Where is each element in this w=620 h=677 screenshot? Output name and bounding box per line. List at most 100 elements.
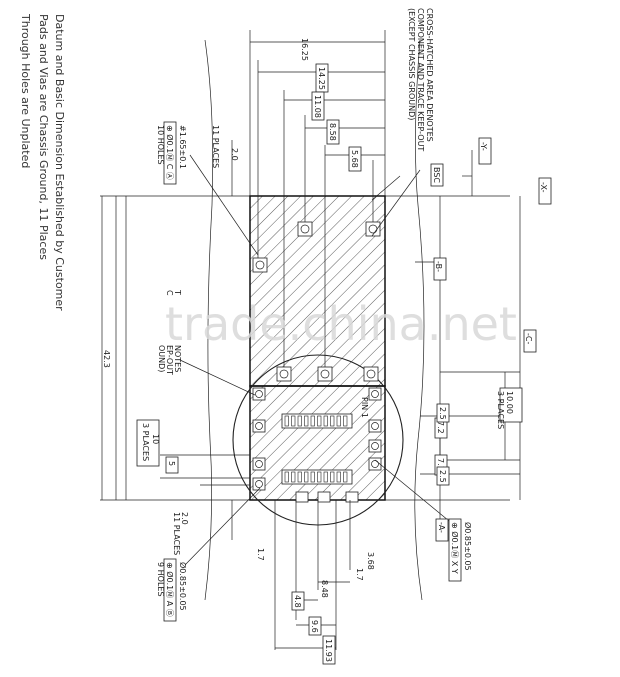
note-2: Pads and Vias are Chassis Ground, 11 Pla… xyxy=(37,14,50,260)
dim-16-25: 16.25 xyxy=(300,38,309,61)
dim-8-48: 8.48 xyxy=(320,580,329,598)
svg-text:11.08: 11.08 xyxy=(313,95,322,118)
svg-text:1.7: 1.7 xyxy=(355,568,364,581)
note-1: Datum and Basic Dimension Established by… xyxy=(53,14,66,311)
svg-text:-C-: -C- xyxy=(524,333,533,344)
via-pad xyxy=(252,419,266,433)
via-pad xyxy=(368,387,382,401)
svg-text:5: 5 xyxy=(167,461,176,466)
dim-11-08: 11.08 xyxy=(311,91,325,121)
connector-pin xyxy=(323,415,328,427)
connector-pin xyxy=(304,471,309,483)
svg-text:9 HOLES: 9 HOLES xyxy=(156,562,165,597)
svg-text:Ø0.85±0.05: Ø0.85±0.05 xyxy=(178,562,188,611)
connector-pin xyxy=(291,471,296,483)
connector-pin xyxy=(310,471,315,483)
dim-11-93: 11.93 xyxy=(322,635,336,665)
svg-text:11 PLACES: 11 PLACES xyxy=(211,125,220,168)
svg-text:⊕ Ø0.1Ⓜ A Ⓑ: ⊕ Ø0.1Ⓜ A Ⓑ xyxy=(165,562,175,617)
connector-pin xyxy=(343,415,348,427)
connector-pin xyxy=(323,471,328,483)
via-pad xyxy=(252,257,268,273)
dim-1-7-left: 1.7 xyxy=(256,548,265,561)
datum-b: -B- xyxy=(433,257,447,281)
bsc-box: BSC xyxy=(430,163,444,187)
via-pad xyxy=(345,491,359,503)
dim-5-68: 5.68 xyxy=(348,146,362,172)
svg-text:COMPONENT AND TRACE KEEP-OUT: COMPONENT AND TRACE KEEP-OUT xyxy=(416,8,425,151)
crosshatch-note: CROSS-HATCHED AREA DENOTES COMPONENT AND… xyxy=(407,8,434,151)
svg-text:Ø0.85±0.05: Ø0.85±0.05 xyxy=(463,522,473,571)
connector-pin xyxy=(297,415,302,427)
dim-10-00: 10.00 3 PLACES xyxy=(496,387,523,429)
via-pad xyxy=(368,419,382,433)
via-pad xyxy=(252,457,266,471)
via-pad xyxy=(365,221,381,237)
svg-text:BSC: BSC xyxy=(432,167,441,183)
notes-block: Datum and Basic Dimension Established by… xyxy=(19,13,66,311)
svg-text:2.5: 2.5 xyxy=(438,407,447,420)
svg-text:10: 10 xyxy=(151,434,160,444)
svg-text:C: C xyxy=(165,290,174,296)
svg-text:9.6: 9.6 xyxy=(310,620,319,633)
connector-pin xyxy=(317,415,322,427)
svg-text:2.0: 2.0 xyxy=(230,148,239,161)
hole-callout-top: #1.65±0.1 ⊕ Ø0.1Ⓜ C Ⓐ 10 HOLES xyxy=(156,121,187,185)
svg-text:1.7: 1.7 xyxy=(256,548,265,561)
board-outline-left xyxy=(204,39,214,601)
dim-1-7-right: 1.7 xyxy=(355,568,364,581)
svg-text:T: T xyxy=(173,289,182,295)
dim-42-3: 42.3 xyxy=(102,350,111,368)
connector-pin xyxy=(330,415,335,427)
dim-2-5-b: 2.5 xyxy=(436,466,450,486)
dim-11-places-top: 11 PLACES xyxy=(211,125,220,168)
svg-text:EP-OUT: EP-OUT xyxy=(165,345,174,375)
connector-pin xyxy=(291,415,296,427)
svg-text:(EXCEPT CHASSIS GROUND): (EXCEPT CHASSIS GROUND) xyxy=(407,8,416,120)
connector-pin xyxy=(304,415,309,427)
hole-callout-bottom-right: Ø0.85±0.05 ⊕ Ø0.1Ⓜ X Y -A- xyxy=(435,518,473,582)
dim-14-25: 14.25 xyxy=(315,63,329,93)
hole-callout-bottom-left: Ø0.85±0.05 ⊕ Ø0.1Ⓜ A Ⓑ 9 HOLES xyxy=(156,558,188,622)
svg-text:OUND): OUND) xyxy=(157,345,166,372)
svg-text:CROSS-HATCHED AREA DENOTES: CROSS-HATCHED AREA DENOTES xyxy=(425,8,434,142)
dim-4-8: 4.8 xyxy=(291,591,305,611)
partial-note: T C NOTES EP-OUT OUND) xyxy=(157,289,182,375)
svg-text:11.93: 11.93 xyxy=(324,639,333,662)
dim-9-6: 9.6 xyxy=(308,616,322,636)
svg-text:10.00: 10.00 xyxy=(505,391,514,414)
svg-text:11 PLACES: 11 PLACES xyxy=(172,512,181,555)
svg-text:42.3: 42.3 xyxy=(102,350,111,368)
connector-pin xyxy=(284,415,289,427)
svg-text:3 PLACES: 3 PLACES xyxy=(141,423,150,461)
via-pad xyxy=(276,366,292,382)
dim-2-5-a: 2.5 xyxy=(436,403,450,423)
watermark: trade.china.net xyxy=(165,297,517,351)
connector-pin xyxy=(336,415,341,427)
connector-pin xyxy=(284,471,289,483)
connector-bottom-row xyxy=(281,469,353,485)
svg-text:5.68: 5.68 xyxy=(350,150,359,168)
via-pad xyxy=(317,366,333,382)
svg-text:7.2: 7.2 xyxy=(436,421,445,434)
via-pad xyxy=(252,387,266,401)
svg-text:2.0: 2.0 xyxy=(180,512,189,525)
pin-1-label: PIN 1 xyxy=(360,397,369,418)
via-pad xyxy=(363,366,379,382)
datum-x: -X- xyxy=(538,177,552,205)
svg-text:8.48: 8.48 xyxy=(320,580,329,598)
svg-text:NOTES: NOTES xyxy=(173,345,182,372)
svg-text:-A-: -A- xyxy=(437,522,446,533)
connector-pin xyxy=(310,415,315,427)
svg-text:-B-: -B- xyxy=(434,261,443,272)
svg-text:-Y-: -Y- xyxy=(479,142,488,151)
datum-y: -Y- xyxy=(478,137,492,165)
board-outline-right xyxy=(414,39,425,601)
connector-top-row xyxy=(281,413,353,429)
svg-text:7.1: 7.1 xyxy=(436,458,445,471)
svg-text:3 PLACES: 3 PLACES xyxy=(496,391,505,429)
dim-2-0-top: 2.0 xyxy=(230,148,239,161)
via-pad xyxy=(368,439,382,453)
keepout-upper xyxy=(249,195,386,387)
